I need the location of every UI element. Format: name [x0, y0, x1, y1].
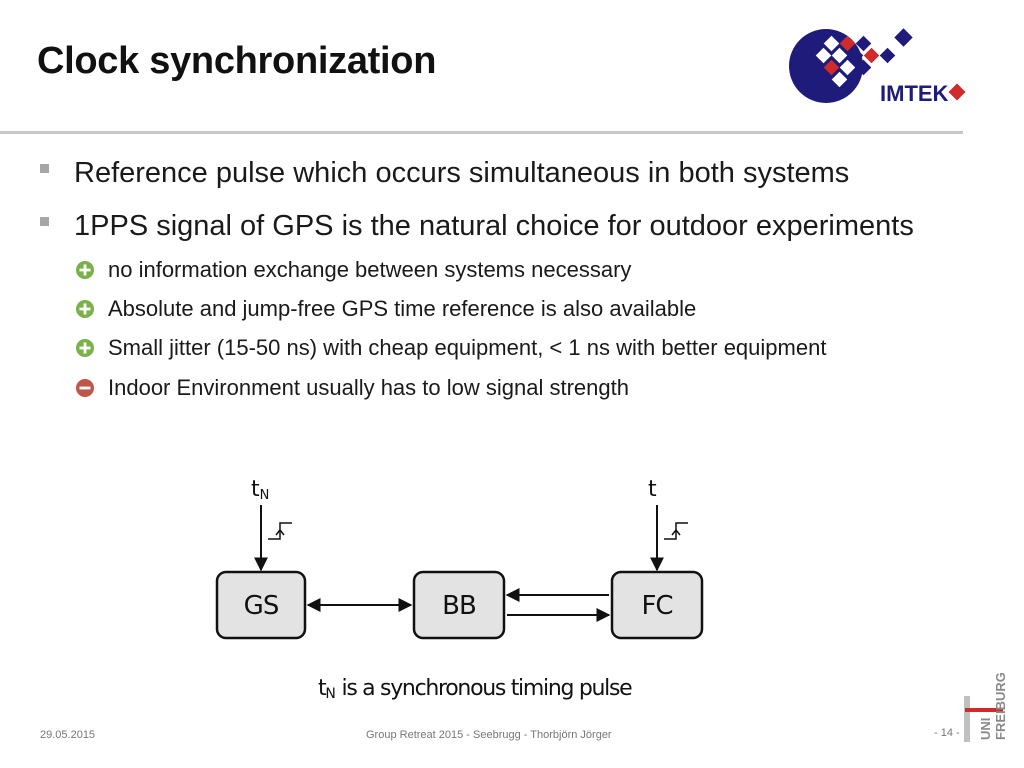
rising-edge-icon — [268, 522, 292, 540]
plus-icon — [76, 300, 94, 318]
uni-logo-line1: UNI — [978, 718, 993, 740]
page-number: - 14 - — [934, 727, 960, 739]
box-gs — [215, 570, 307, 640]
sub-bullet-item: no information exchange between systems … — [108, 257, 632, 282]
box-fc — [610, 570, 704, 640]
slide-title: Clock synchronization — [37, 40, 437, 82]
input-label-t: t — [648, 477, 657, 502]
box-bb — [412, 570, 506, 640]
rising-edge-icon — [664, 522, 688, 540]
footer-title: Group Retreat 2015 - Seebrugg - Thorbjör… — [366, 729, 612, 741]
imtek-logo: IMTEK — [789, 28, 966, 106]
uni-logo-line2: FREIBURG — [993, 672, 1008, 740]
imtek-logo-text: IMTEK — [880, 81, 949, 106]
plus-icon — [76, 339, 94, 357]
diagram-caption: tN is a synchronous timing pulse — [318, 676, 633, 702]
minus-icon — [76, 379, 94, 397]
box-gs-label: GS — [244, 591, 279, 621]
title-divider — [0, 131, 963, 134]
input-label-tn: tN — [251, 477, 269, 503]
bullet-item: Reference pulse which occurs simultaneou… — [74, 157, 850, 189]
uni-freiburg-logo: UNI FREIBURG — [964, 672, 1008, 742]
bullet-item: 1PPS signal of GPS is the natural choice… — [74, 210, 914, 242]
sub-bullet-item: Indoor Environment usually has to low si… — [108, 375, 629, 400]
sub-bullet-item: Small jitter (15-50 ns) with cheap equip… — [108, 335, 827, 360]
footer-date: 29.05.2015 — [40, 729, 96, 741]
box-fc-label: FC — [641, 591, 672, 621]
bullet-square-icon — [40, 164, 49, 173]
sub-bullet-item: Absolute and jump-free GPS time referenc… — [108, 296, 697, 321]
bullet-square-icon — [40, 217, 49, 226]
box-bb-label: BB — [442, 591, 476, 621]
plus-icon — [76, 261, 94, 279]
